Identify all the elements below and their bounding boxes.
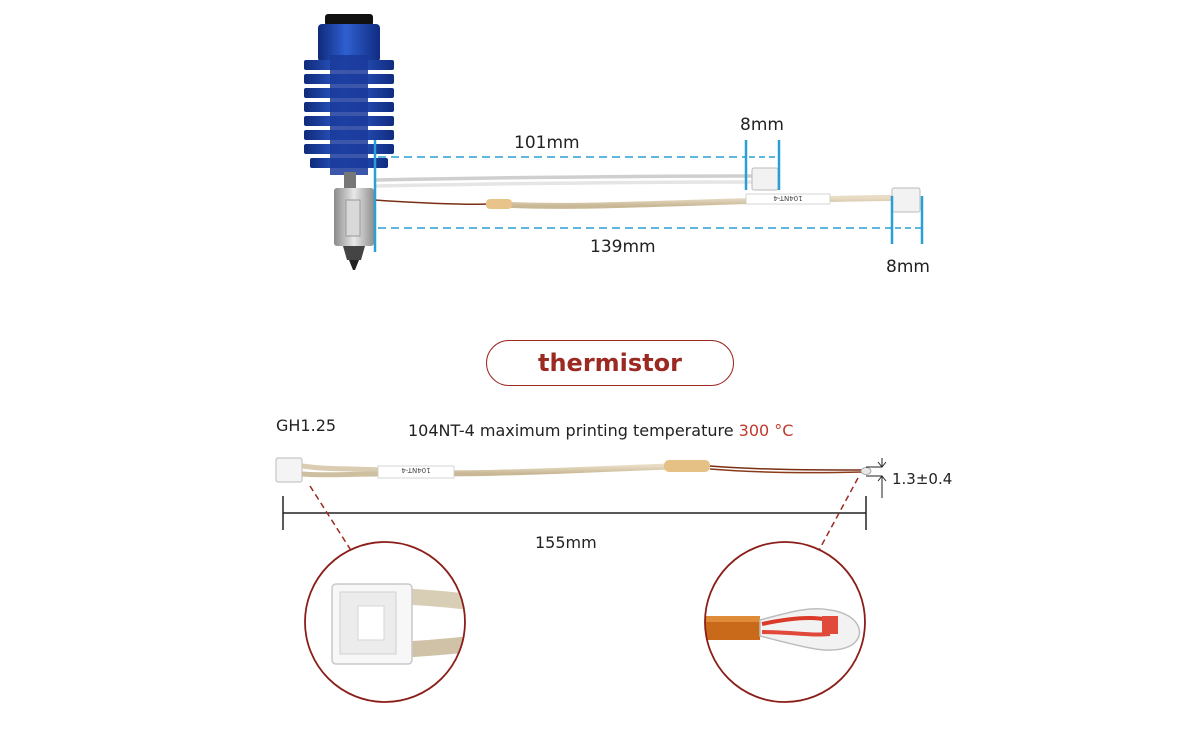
max-temp: 300 °C bbox=[738, 421, 794, 440]
connector-label: GH1.25 bbox=[276, 416, 337, 435]
hotend-dimensions bbox=[373, 140, 924, 252]
tip-size-label: 1.3±0.4 bbox=[892, 470, 953, 488]
dim-101-label: 101mm bbox=[514, 133, 580, 153]
gh125-connector bbox=[275, 457, 303, 483]
heatbreak bbox=[344, 172, 356, 190]
heat-shrink bbox=[664, 460, 710, 472]
thermistor-bead bbox=[860, 467, 872, 475]
temperature-spec: 104NT-4 maximum printing temperature 300… bbox=[408, 421, 793, 440]
length-label: 155mm bbox=[535, 533, 597, 552]
dim-139-label: 139mm bbox=[590, 237, 656, 257]
heater-connector bbox=[751, 167, 779, 191]
thermistor-cable: 104NT-4 bbox=[275, 457, 872, 483]
coupler-collet bbox=[325, 14, 373, 26]
dim-8-top-label: 8mm bbox=[740, 115, 784, 135]
zoom-connector bbox=[304, 541, 466, 703]
leader-right bbox=[817, 477, 859, 553]
nozzle bbox=[343, 246, 365, 260]
hotend-sleeve-label: 104NT-4 bbox=[773, 194, 803, 202]
tip-dimension bbox=[866, 458, 887, 498]
heatsink-fins bbox=[304, 55, 394, 175]
length-dimension bbox=[282, 496, 867, 530]
dim-8-bottom-label: 8mm bbox=[886, 257, 930, 277]
zoom-bead bbox=[704, 541, 866, 703]
heatsink-top bbox=[318, 24, 380, 62]
hotend-assembly bbox=[304, 14, 394, 270]
cable-sleeve-label: 104NT-4 bbox=[401, 466, 431, 474]
leader-left bbox=[309, 485, 353, 553]
thermistor-title: thermistor bbox=[486, 340, 734, 386]
spec-text: 104NT-4 maximum printing temperature bbox=[408, 421, 734, 440]
thermistor-connector-hotend bbox=[891, 187, 921, 213]
hotend-cables: 104NT-4 bbox=[373, 167, 921, 213]
